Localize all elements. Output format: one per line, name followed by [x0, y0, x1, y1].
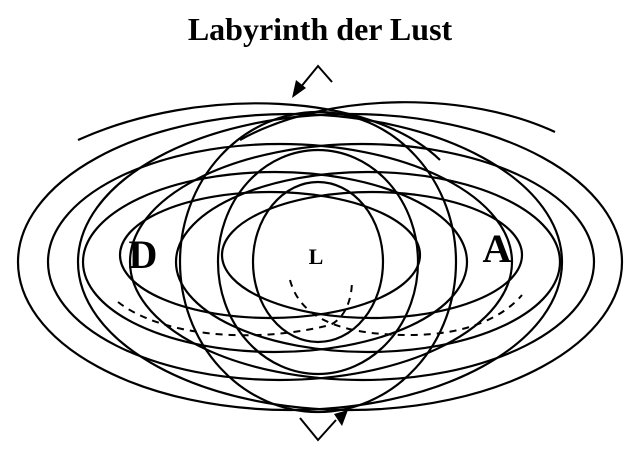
center-ring-2 [216, 148, 420, 376]
right-ring-2 [128, 142, 596, 382]
center-ring-1 [178, 110, 458, 414]
dashed-path-left [117, 279, 353, 337]
label-a: A [483, 226, 512, 271]
dashed-path-right [289, 279, 523, 337]
label-l: L [309, 244, 324, 269]
right-ring-1 [76, 112, 624, 412]
center-ring-3 [251, 180, 385, 344]
entry-arrow-icon [292, 64, 333, 98]
left-ring-2 [46, 142, 514, 382]
outer-arc-left-top [77, 102, 441, 161]
left-ring-4 [118, 190, 422, 320]
label-d: D [129, 232, 158, 277]
outer-arc-right-top [239, 101, 556, 141]
right-ring-4 [220, 190, 524, 320]
right-ring-3 [174, 170, 562, 354]
diagram-title: Labyrinth der Lust [188, 11, 453, 47]
left-ring-3 [81, 170, 469, 354]
left-ring-1 [16, 112, 564, 412]
exit-arrow-icon [299, 410, 348, 442]
